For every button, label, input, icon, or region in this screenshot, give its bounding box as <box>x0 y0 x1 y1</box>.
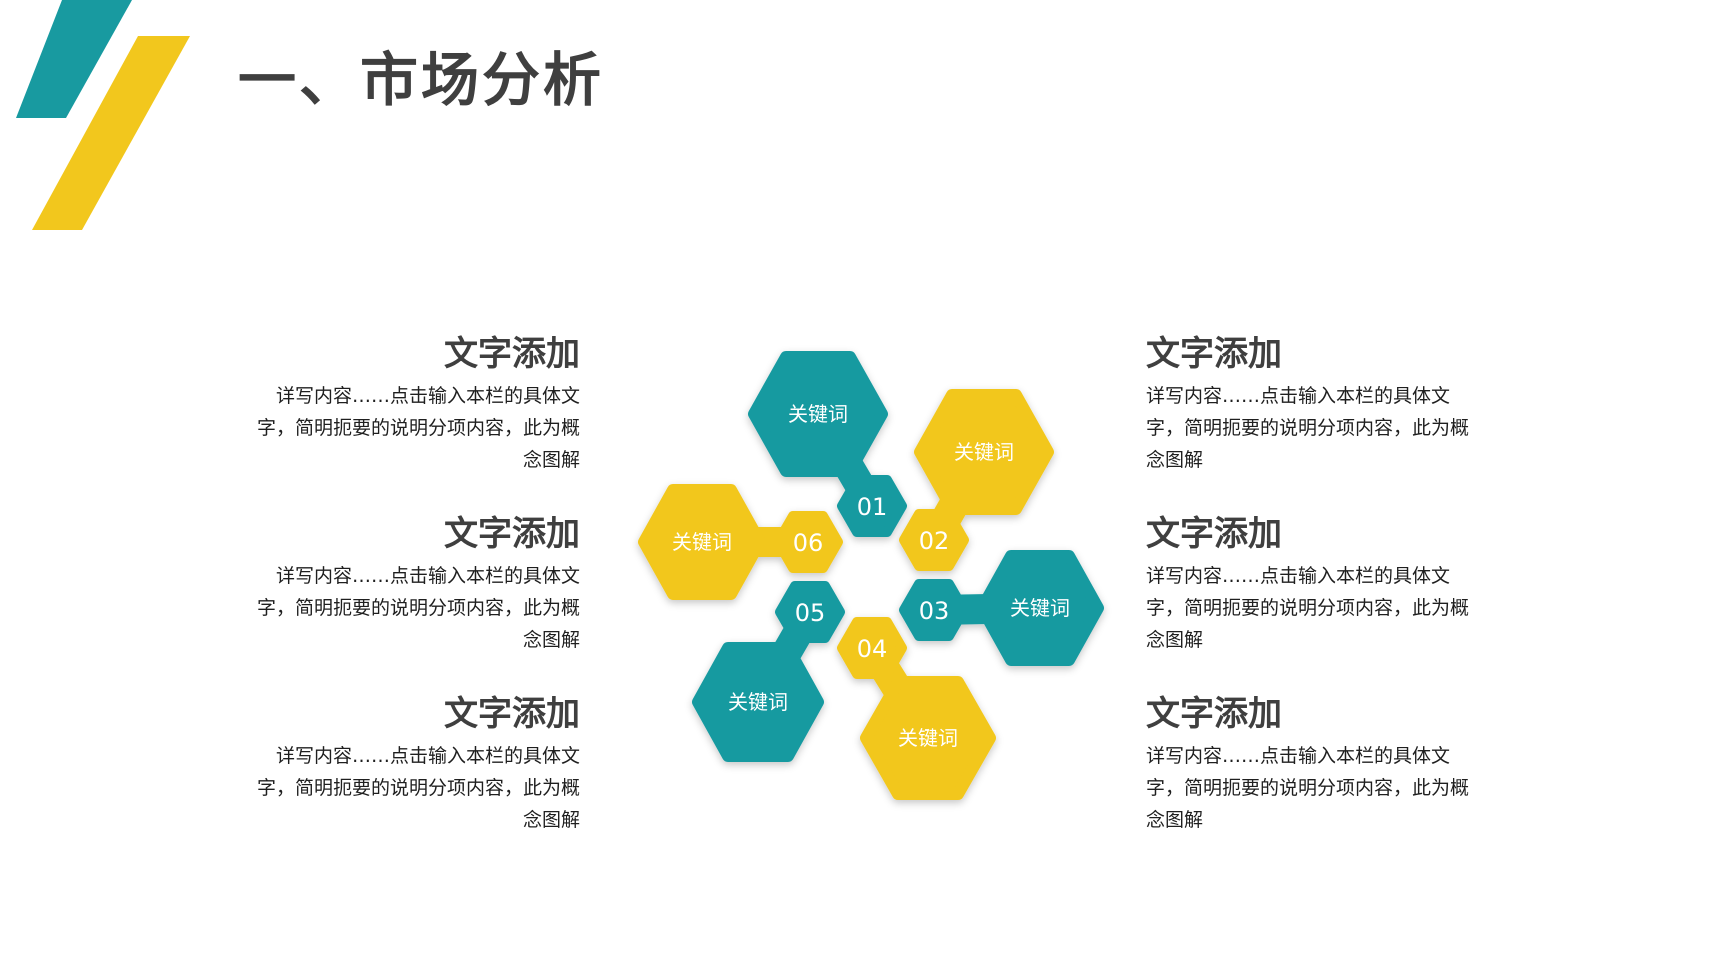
page-title: 一、市场分析 <box>238 46 605 114</box>
text-block-left-1: 文字添加 详写内容……点击输入本栏的具体文字，简明扼要的说明分项内容，此为概念图… <box>250 332 580 476</box>
block-title: 文字添加 <box>1146 514 1282 554</box>
diagram-item-01 <box>748 351 907 537</box>
keyword-hexagon <box>976 550 1104 666</box>
block-title: 文字添加 <box>444 514 580 554</box>
diagram-item-02 <box>899 389 1054 571</box>
text-block-right-2: 文字添加 详写内容……点击输入本栏的具体文字，简明扼要的说明分项内容，此为概念图… <box>1146 512 1476 656</box>
block-title: 文字添加 <box>444 694 580 734</box>
diagram-item-03 <box>899 550 1104 666</box>
text-block-left-2: 文字添加 详写内容……点击输入本栏的具体文字，简明扼要的说明分项内容，此为概念图… <box>250 512 580 656</box>
number-node <box>773 511 843 573</box>
block-body: 详写内容……点击输入本栏的具体文字，简明扼要的说明分项内容，此为概念图解 <box>256 745 580 831</box>
diagram-item-05 <box>692 581 845 762</box>
keyword-hexagon <box>692 642 824 762</box>
text-block-right-1: 文字添加 详写内容……点击输入本栏的具体文字，简明扼要的说明分项内容，此为概念图… <box>1146 332 1476 476</box>
block-body: 详写内容……点击输入本栏的具体文字，简明扼要的说明分项内容，此为概念图解 <box>1146 385 1470 471</box>
number-node <box>837 475 907 537</box>
keyword-hexagon <box>748 351 888 477</box>
teal-stripe <box>16 0 132 118</box>
number-node <box>837 617 907 679</box>
block-body: 详写内容……点击输入本栏的具体文字，简明扼要的说明分项内容，此为概念图解 <box>256 385 580 471</box>
block-title: 文字添加 <box>1146 694 1282 734</box>
keyword-hexagon <box>914 389 1054 515</box>
decorative-stripes <box>16 0 190 230</box>
yellow-stripe <box>32 36 190 230</box>
keyword-hexagon <box>860 676 996 800</box>
keyword-hexagon <box>638 484 766 600</box>
block-body: 详写内容……点击输入本栏的具体文字，简明扼要的说明分项内容，此为概念图解 <box>1146 745 1470 831</box>
block-body: 详写内容……点击输入本栏的具体文字，简明扼要的说明分项内容，此为概念图解 <box>256 565 580 651</box>
block-body: 详写内容……点击输入本栏的具体文字，简明扼要的说明分项内容，此为概念图解 <box>1146 565 1470 651</box>
diagram-item-04 <box>837 617 996 800</box>
number-node <box>899 579 969 641</box>
number-node <box>775 581 845 643</box>
number-node <box>899 509 969 571</box>
block-title: 文字添加 <box>1146 334 1282 374</box>
diagram-item-06 <box>638 484 843 600</box>
text-block-right-3: 文字添加 详写内容……点击输入本栏的具体文字，简明扼要的说明分项内容，此为概念图… <box>1146 692 1476 836</box>
block-title: 文字添加 <box>444 334 580 374</box>
text-block-left-3: 文字添加 详写内容……点击输入本栏的具体文字，简明扼要的说明分项内容，此为概念图… <box>250 692 580 836</box>
